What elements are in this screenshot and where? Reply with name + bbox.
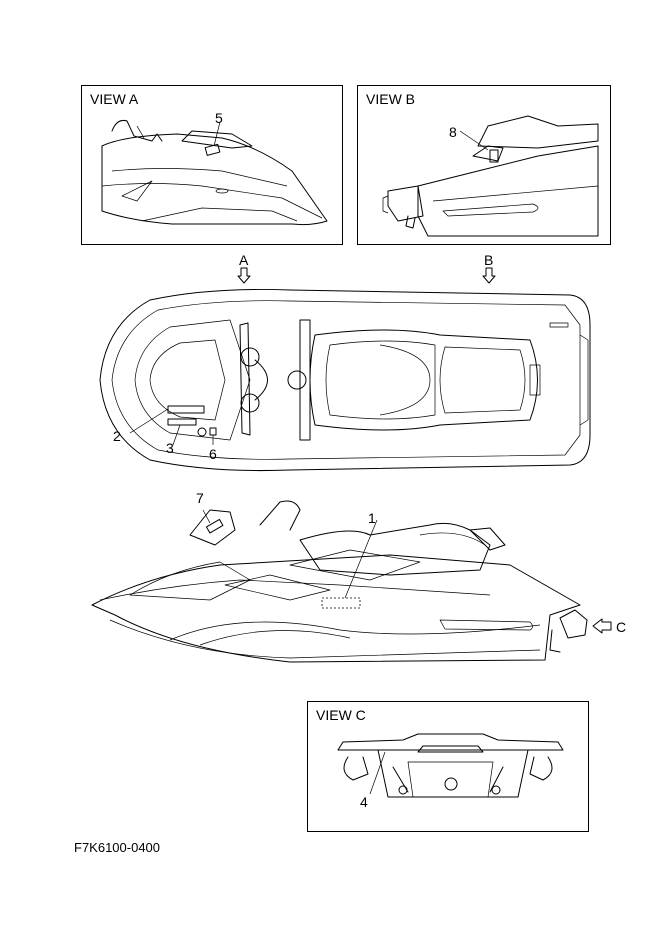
callout-4: 4 <box>360 794 368 810</box>
diagram-code: F7K6100-0400 <box>74 840 161 855</box>
callout-7: 7 <box>196 490 204 506</box>
view-a-title: VIEW A <box>90 91 139 107</box>
callout-6: 6 <box>209 446 217 462</box>
arrow-c-icon <box>592 618 612 634</box>
view-c-frame: VIEW C <box>307 701 589 832</box>
top-view-drawing <box>99 288 591 472</box>
arrow-b-icon <box>482 267 496 284</box>
callout-8: 8 <box>449 124 457 140</box>
arrow-a-label: A <box>239 252 249 268</box>
view-b-frame: VIEW B <box>357 85 611 245</box>
callout-1: 1 <box>368 510 376 526</box>
arrow-b-label: B <box>484 252 494 268</box>
view-a-frame: VIEW A <box>81 85 343 245</box>
arrow-a-icon <box>237 267 251 284</box>
callout-2: 2 <box>113 428 121 444</box>
callout-5: 5 <box>215 110 223 126</box>
view-c-drawing <box>337 733 564 798</box>
view-b-drawing <box>382 115 599 237</box>
view-a-drawing <box>101 120 328 226</box>
side-view-drawing <box>91 500 588 663</box>
view-c-title: VIEW C <box>316 707 366 723</box>
view-b-title: VIEW B <box>366 91 416 107</box>
arrow-c-label: C <box>616 619 627 635</box>
callout-3: 3 <box>166 440 174 456</box>
